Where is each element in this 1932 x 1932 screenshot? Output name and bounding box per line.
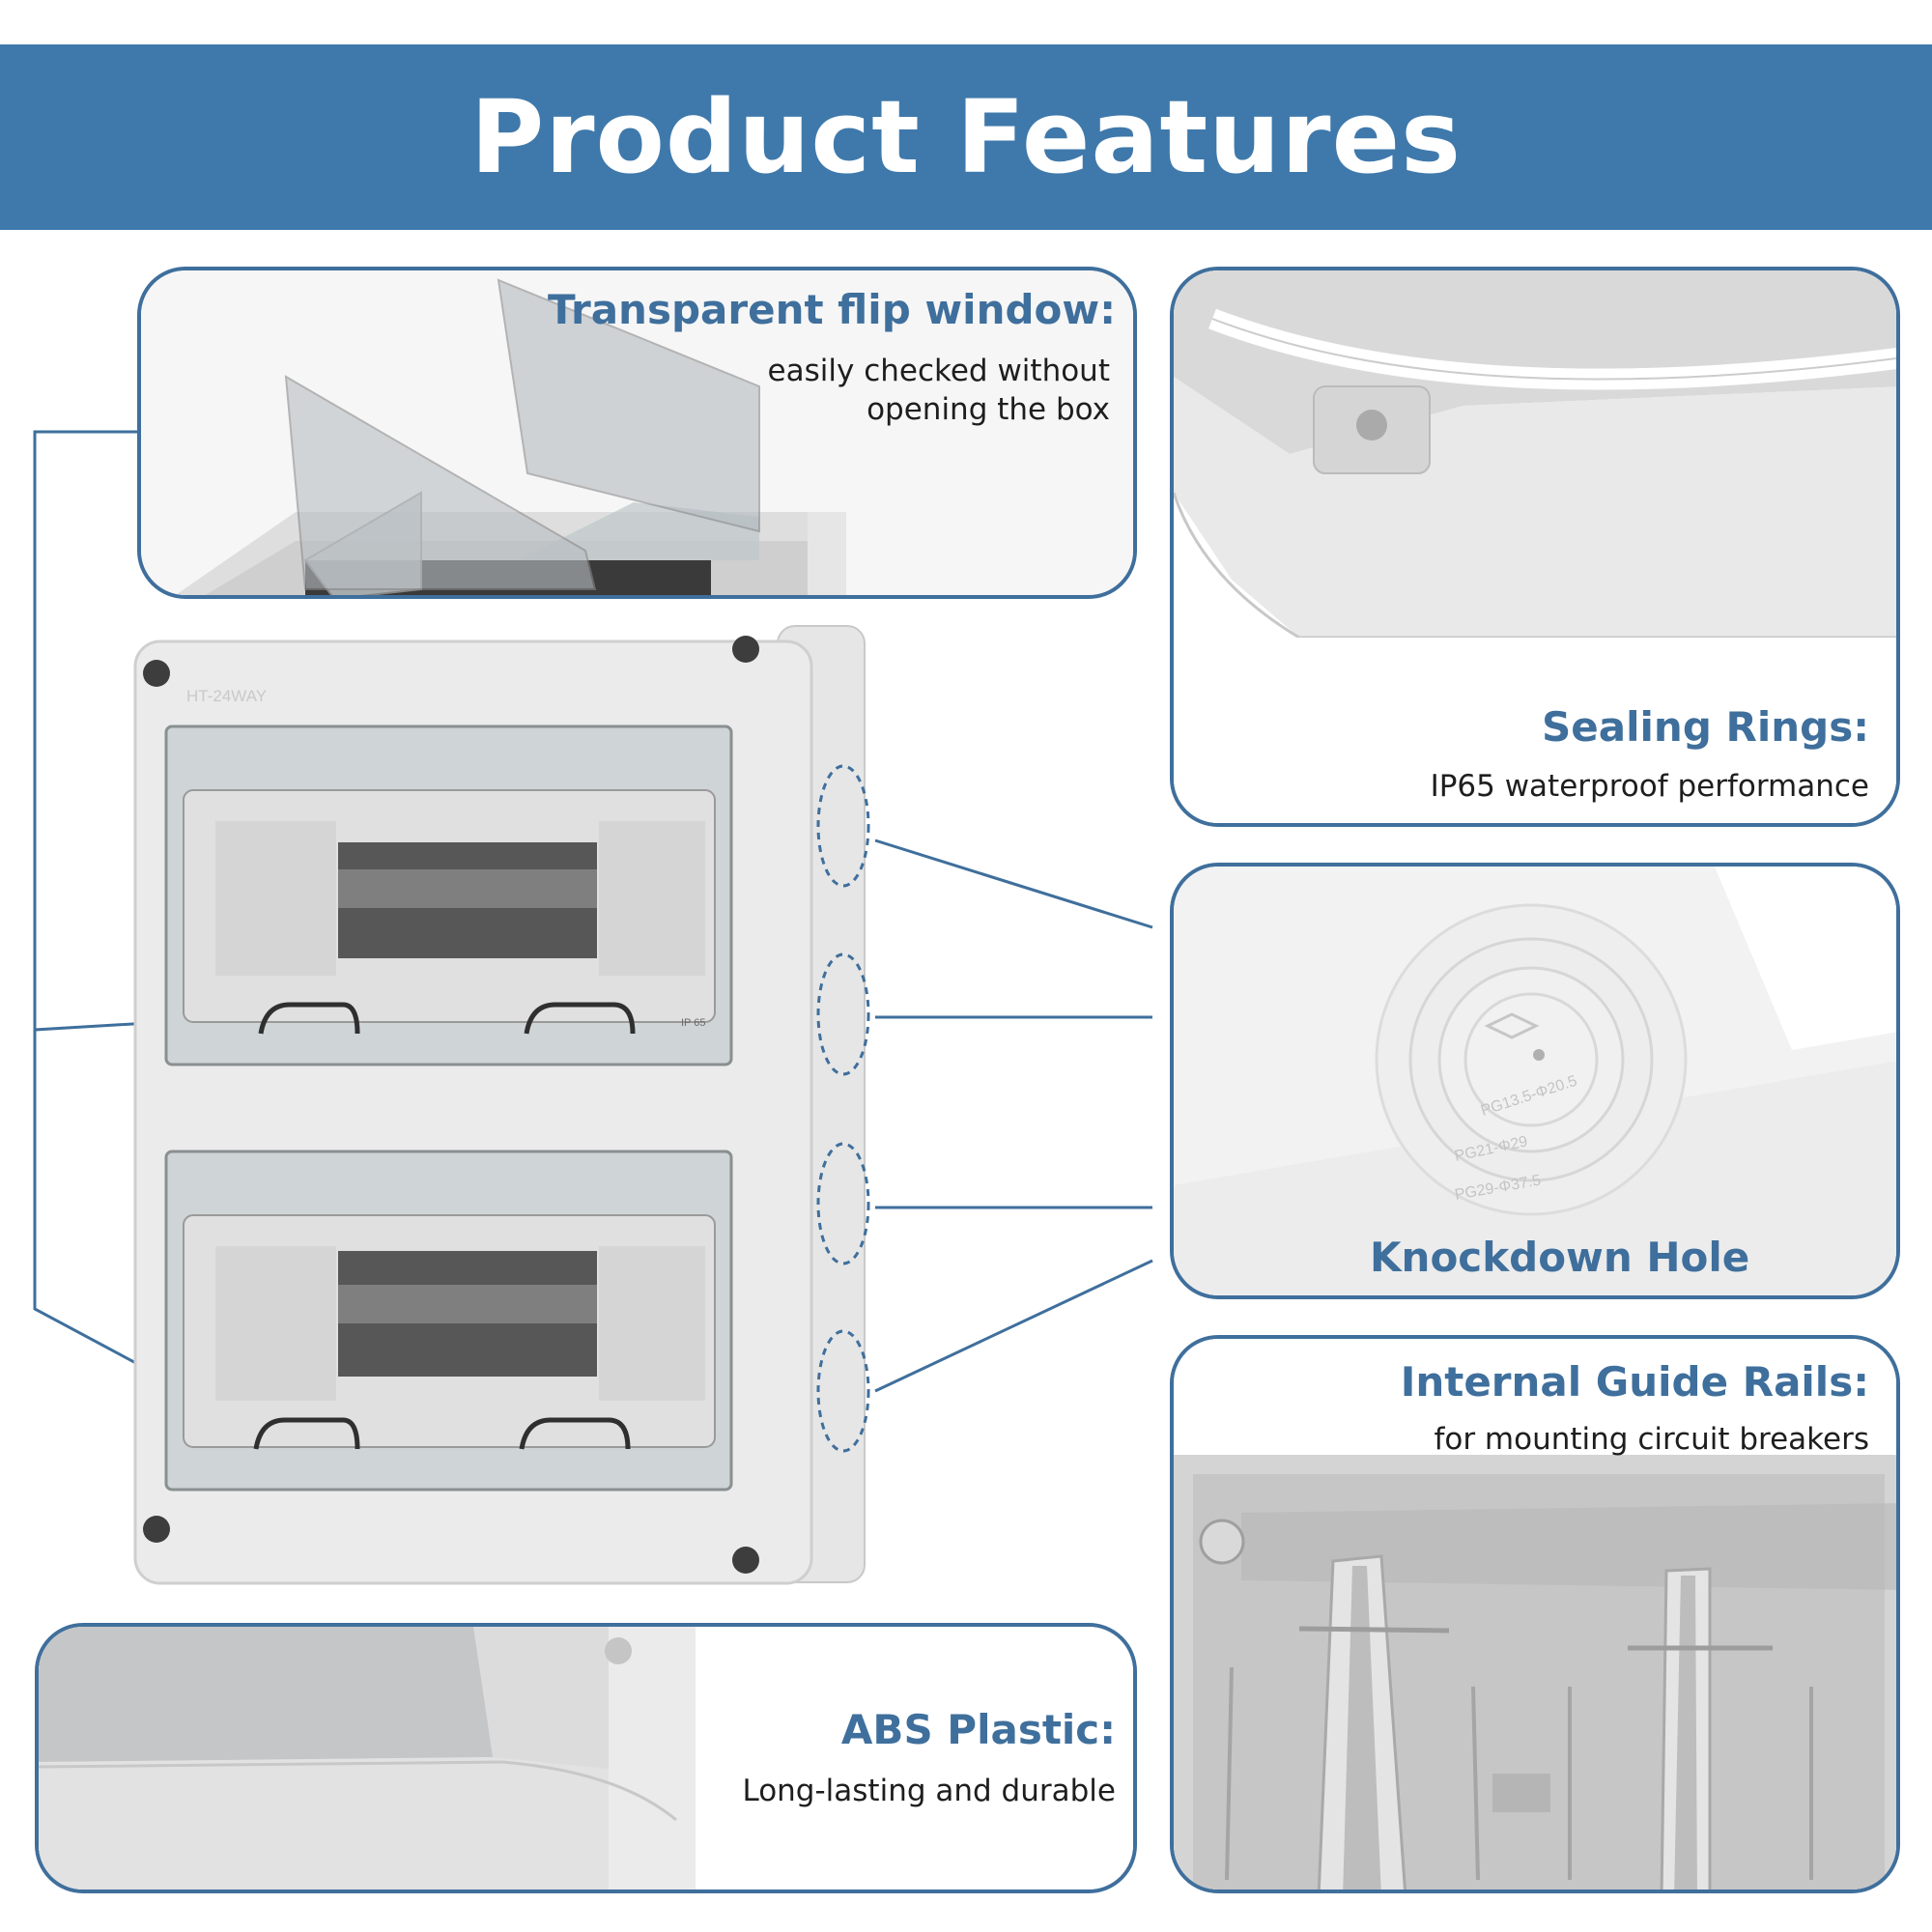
card-flip-window: Transparent flip window: easily checked … bbox=[137, 267, 1137, 599]
sealing-rings-title: Sealing Rings: bbox=[1542, 703, 1869, 751]
card-guide-rails: Internal Guide Rails: for mounting circu… bbox=[1170, 1335, 1900, 1893]
flip-window-title: Transparent flip window: bbox=[547, 286, 1116, 333]
abs-plastic-desc: Long-lasting and durable bbox=[742, 1774, 1116, 1808]
flip-window-image bbox=[141, 270, 1133, 595]
flip-window-desc-line2: opening the box bbox=[867, 392, 1110, 427]
sealing-rings-image bbox=[1174, 270, 1896, 823]
abs-plastic-title: ABS Plastic: bbox=[840, 1706, 1116, 1753]
guide-rails-desc: for mounting circuit breakers bbox=[1434, 1422, 1869, 1457]
flip-window-desc-line1: easily checked without bbox=[767, 354, 1110, 388]
guide-rails-title: Internal Guide Rails: bbox=[1400, 1358, 1869, 1406]
header-banner: Product Features bbox=[0, 44, 1932, 230]
card-knockdown-hole: PG13.5-Φ20.5 PG21-Φ29 PG29-Φ37.5 Knockdo… bbox=[1170, 863, 1900, 1299]
guide-rails-image bbox=[1174, 1339, 1896, 1889]
card-sealing-rings: Sealing Rings: IP65 waterproof performan… bbox=[1170, 267, 1900, 827]
card-abs-plastic: ABS Plastic: Long-lasting and durable bbox=[35, 1623, 1137, 1893]
abs-plastic-image bbox=[39, 1627, 1133, 1889]
sealing-rings-desc: IP65 waterproof performance bbox=[1430, 769, 1869, 804]
knockdown-hole-image: PG13.5-Φ20.5 PG21-Φ29 PG29-Φ37.5 bbox=[1174, 867, 1896, 1295]
page-title: Product Features bbox=[469, 78, 1463, 196]
knockdown-hole-title: Knockdown Hole bbox=[1370, 1234, 1750, 1281]
